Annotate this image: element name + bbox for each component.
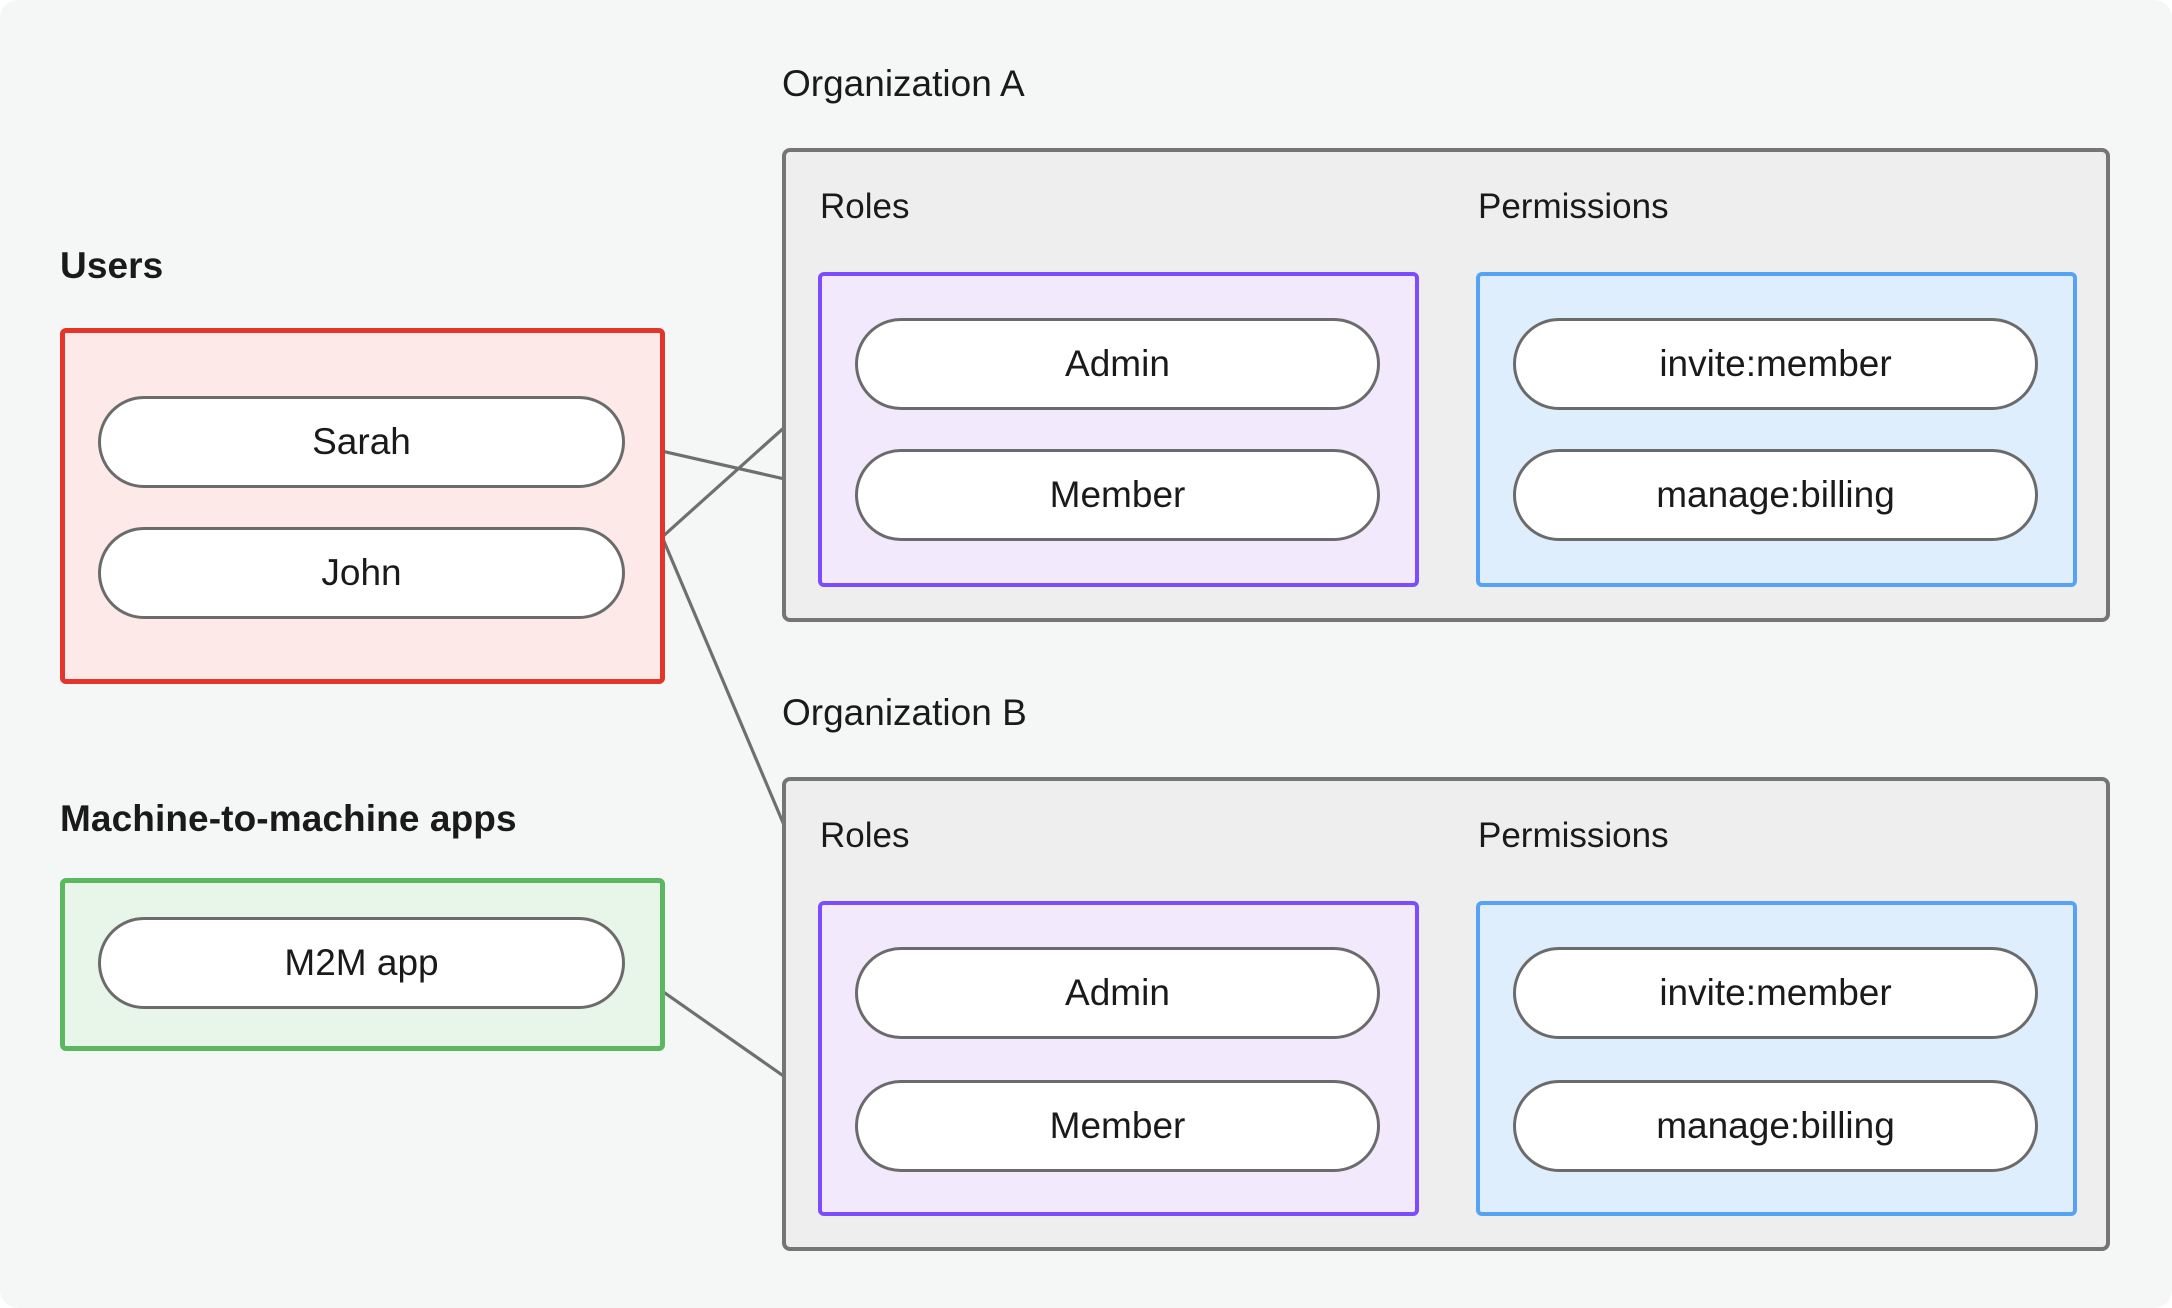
organization-b-title: Organization B bbox=[782, 692, 1027, 733]
users-section-title: Users bbox=[60, 245, 164, 286]
organization-a-permission-invite-member[interactable]: invite:member bbox=[1513, 318, 2038, 410]
organization-a-role-admin[interactable]: Admin bbox=[855, 318, 1380, 410]
user-pill-sarah[interactable]: Sarah bbox=[98, 396, 625, 488]
m2m-section-title: Machine-to-machine apps bbox=[60, 798, 517, 839]
organization-a-permission-manage-billing[interactable]: manage:billing bbox=[1513, 449, 2038, 541]
organization-a-roles-label: Roles bbox=[820, 187, 910, 226]
organization-b-permission-invite-member[interactable]: invite:member bbox=[1513, 947, 2038, 1039]
user-pill-john[interactable]: John bbox=[98, 527, 625, 619]
organization-a-role-member[interactable]: Member bbox=[855, 449, 1380, 541]
m2m-pill-app[interactable]: M2M app bbox=[98, 917, 625, 1009]
organization-b-role-member[interactable]: Member bbox=[855, 1080, 1380, 1172]
organization-b-roles-label: Roles bbox=[820, 816, 910, 855]
users-container bbox=[60, 328, 665, 684]
organization-a-permissions-label: Permissions bbox=[1478, 187, 1669, 226]
organization-b-permissions-label: Permissions bbox=[1478, 816, 1669, 855]
organization-b-permission-manage-billing[interactable]: manage:billing bbox=[1513, 1080, 2038, 1172]
organization-a-title: Organization A bbox=[782, 63, 1025, 104]
organization-b-role-admin[interactable]: Admin bbox=[855, 947, 1380, 1039]
